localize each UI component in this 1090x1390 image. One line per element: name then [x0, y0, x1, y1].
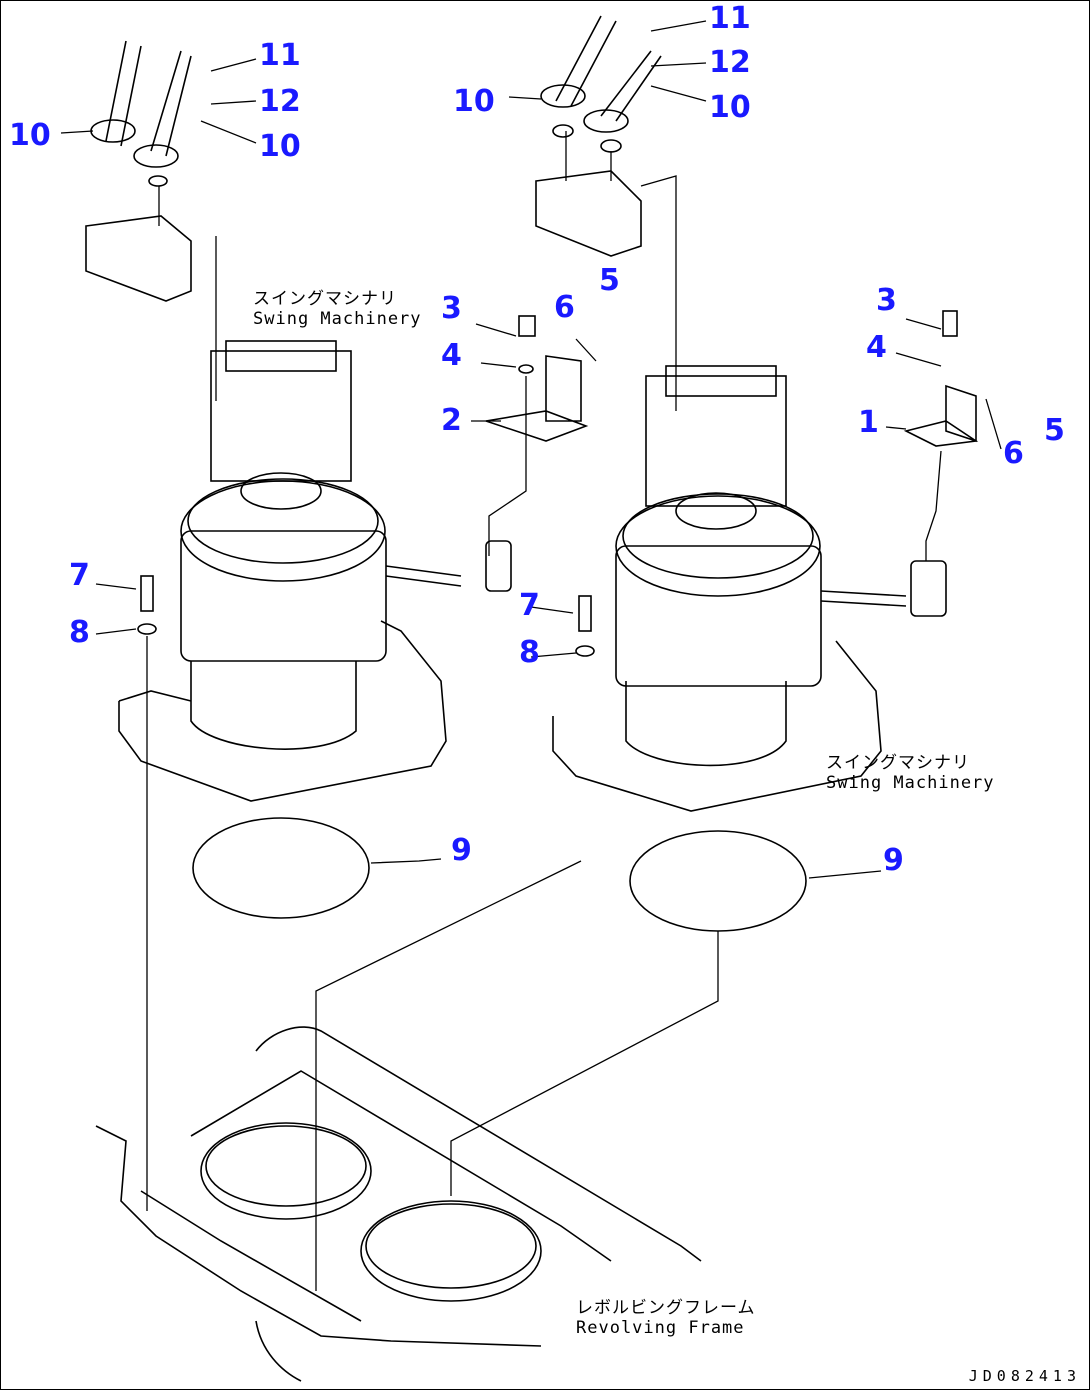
callout-8-left: 8 — [69, 615, 90, 650]
callout-10-left-a: 10 — [9, 118, 51, 153]
callout-12-right: 12 — [709, 45, 751, 80]
drawing-code: JD082413 — [968, 1367, 1081, 1385]
callout-9-right: 9 — [883, 843, 904, 878]
caption-swing-machinery-right: スイングマシナリ Swing Machinery — [826, 753, 995, 793]
leader-lines — [60, 20, 1002, 1291]
callout-9-left: 9 — [451, 833, 472, 868]
gasket-left — [192, 817, 370, 919]
callout-3-right: 3 — [876, 283, 897, 318]
callout-6-left: 6 — [554, 290, 575, 325]
callout-5-right: 5 — [1044, 413, 1065, 448]
callout-7-right: 7 — [519, 588, 540, 623]
caption-en: Swing Machinery — [253, 309, 422, 329]
callout-1-right: 1 — [858, 405, 879, 440]
callout-6-right: 6 — [1003, 436, 1024, 471]
callout-12-left: 12 — [259, 84, 301, 119]
revolving-frame — [95, 1026, 702, 1382]
caption-en: Swing Machinery — [826, 773, 995, 793]
callout-7-left: 7 — [69, 558, 90, 593]
callout-11-left: 11 — [259, 38, 301, 73]
callout-5-left: 5 — [599, 263, 620, 298]
callout-11-right: 11 — [709, 1, 751, 36]
caption-swing-machinery-left: スイングマシナリ Swing Machinery — [253, 289, 422, 329]
caption-jp: スイングマシナリ — [253, 289, 397, 309]
swing-machinery-left — [118, 340, 512, 802]
swing-machinery-right — [552, 365, 947, 812]
caption-jp: スイングマシナリ — [826, 753, 970, 773]
valve-block-right — [535, 170, 642, 257]
caption-revolving-frame: レボルビングフレーム Revolving Frame — [576, 1298, 756, 1338]
callout-10-right-b: 10 — [709, 90, 751, 125]
gasket-right — [629, 830, 807, 932]
caption-en: Revolving Frame — [576, 1318, 745, 1338]
callout-10-right-a: 10 — [453, 84, 495, 119]
callout-4-right: 4 — [866, 330, 887, 365]
callout-10-left-b: 10 — [259, 129, 301, 164]
valve-block-left — [85, 215, 192, 302]
caption-jp: レボルビングフレーム — [576, 1298, 756, 1318]
callout-8-right: 8 — [519, 635, 540, 670]
callout-2-left: 2 — [441, 403, 462, 438]
callout-4-left: 4 — [441, 338, 462, 373]
callout-3-left: 3 — [441, 291, 462, 326]
